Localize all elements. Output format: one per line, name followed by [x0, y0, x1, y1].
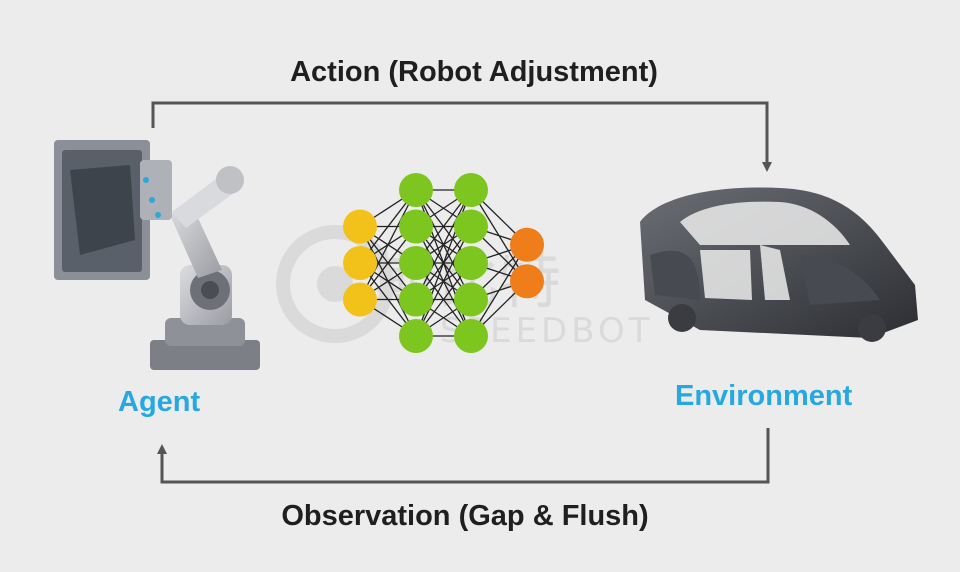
network-nodes	[343, 173, 544, 353]
hidden-node	[399, 246, 433, 280]
car-body-frame-icon	[640, 187, 918, 342]
hidden-node	[454, 319, 488, 353]
agent-label: Agent	[118, 386, 201, 418]
action-label: Action (Robot Adjustment)	[290, 56, 658, 88]
neural-network	[343, 173, 544, 353]
hidden-node	[454, 246, 488, 280]
hidden-node	[454, 209, 488, 244]
output-node	[510, 227, 544, 262]
network-edge	[415, 189, 472, 300]
hidden-node	[399, 282, 433, 317]
hidden-node	[399, 319, 433, 353]
network-edge	[415, 226, 472, 337]
network-edge	[470, 244, 528, 337]
hidden-node	[454, 282, 488, 317]
input-node	[343, 246, 377, 280]
input-node	[343, 282, 377, 317]
observation-arrow	[157, 428, 770, 484]
hidden-node	[399, 209, 433, 244]
hidden-node	[454, 173, 488, 207]
output-node	[510, 264, 544, 299]
input-node	[343, 209, 377, 244]
network-edge	[359, 189, 417, 300]
action-arrow	[151, 101, 772, 172]
environment-label: Environment	[675, 380, 853, 412]
industrial-robot-arm-icon	[54, 140, 260, 370]
hidden-node	[399, 173, 433, 207]
observation-label: Observation (Gap & Flush)	[281, 500, 649, 532]
